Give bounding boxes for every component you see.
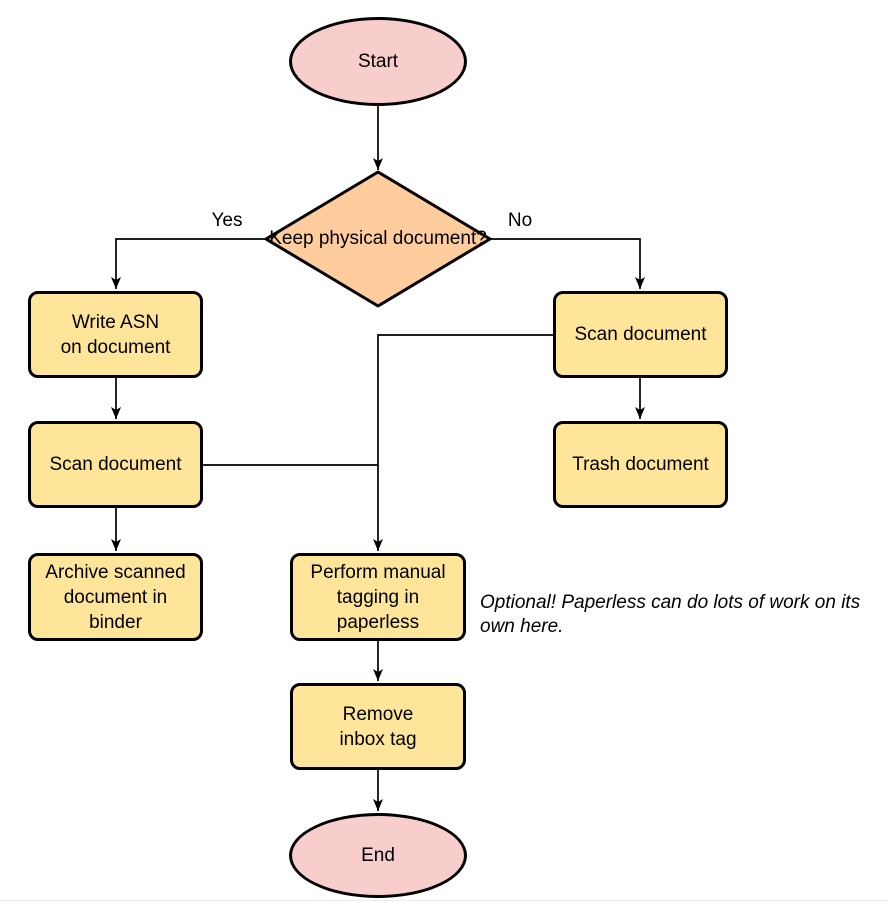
node-scan-document-left: Scan document — [28, 421, 203, 508]
annotation-optional-note: Optional! Paperless can do lots of work … — [480, 592, 861, 637]
edge-label-no: No — [507, 210, 533, 231]
edge-decision-yes-to-write-asn — [111, 238, 266, 289]
node-perform-manual-tagging: Perform manual tagging in paperless — [290, 553, 466, 641]
node-archive-label: Archive scanned document in binder — [45, 561, 186, 633]
node-decision-keep-physical-document: Keep physical document? — [266, 172, 490, 306]
node-remove-inbox-label: Remove inbox tag — [339, 703, 417, 750]
node-end-terminator: End — [289, 813, 467, 898]
node-write-asn-label: Write ASN on document — [60, 311, 171, 358]
edge-scan-right-to-tagging — [373, 334, 553, 551]
edge-decision-no-to-scan-right — [489, 238, 645, 289]
edge-label-yes: Yes — [211, 210, 243, 231]
node-scan-left-label: Scan document — [49, 454, 182, 475]
node-end-label: End — [361, 845, 395, 866]
node-start-terminator: Start — [289, 17, 467, 106]
bottom-divider — [0, 900, 888, 901]
node-write-asn-on-document: Write ASN on document — [28, 291, 203, 378]
node-scan-right-label: Scan document — [574, 324, 707, 345]
node-trash-label: Trash document — [572, 454, 709, 475]
node-trash-document: Trash document — [553, 421, 728, 508]
node-tagging-label: Perform manual tagging in paperless — [310, 561, 446, 633]
node-remove-inbox-tag: Remove inbox tag — [290, 683, 466, 770]
node-decision-label: Keep physical document? — [269, 228, 487, 249]
node-start-label: Start — [357, 51, 399, 72]
decision-diamond-shape — [264, 170, 492, 308]
node-scan-document-right: Scan document — [553, 291, 728, 378]
node-archive-scanned-document: Archive scanned document in binder — [28, 553, 203, 641]
